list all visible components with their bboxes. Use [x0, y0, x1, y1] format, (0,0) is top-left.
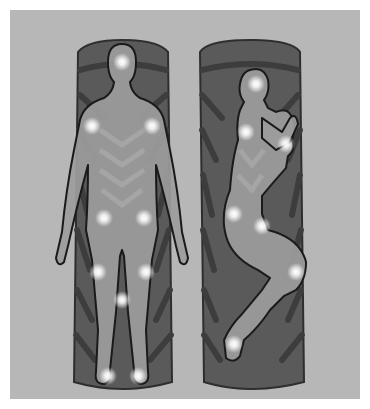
right-mat-illustration — [200, 40, 306, 389]
pressure-point-glow — [253, 217, 271, 235]
pressure-point-glow — [135, 209, 153, 227]
pressure-point-glow — [237, 123, 255, 141]
pressure-point-glow — [89, 263, 107, 281]
pressure-point-glow — [277, 135, 295, 153]
pressure-point-glow — [137, 263, 155, 281]
pressure-point-glow — [225, 205, 243, 223]
pressure-point-glow — [113, 53, 131, 71]
background — [10, 10, 360, 399]
pressure-point-glow — [95, 209, 113, 227]
pressure-point-glow — [247, 75, 265, 93]
pressure-point-glow — [83, 117, 101, 135]
pressure-point-glow — [99, 367, 117, 385]
pressure-point-glow — [287, 263, 305, 281]
pressure-point-glow — [113, 291, 131, 309]
pressure-point-glow — [225, 335, 243, 353]
pressure-point-glow — [143, 117, 161, 135]
pressure-point-glow — [129, 367, 147, 385]
